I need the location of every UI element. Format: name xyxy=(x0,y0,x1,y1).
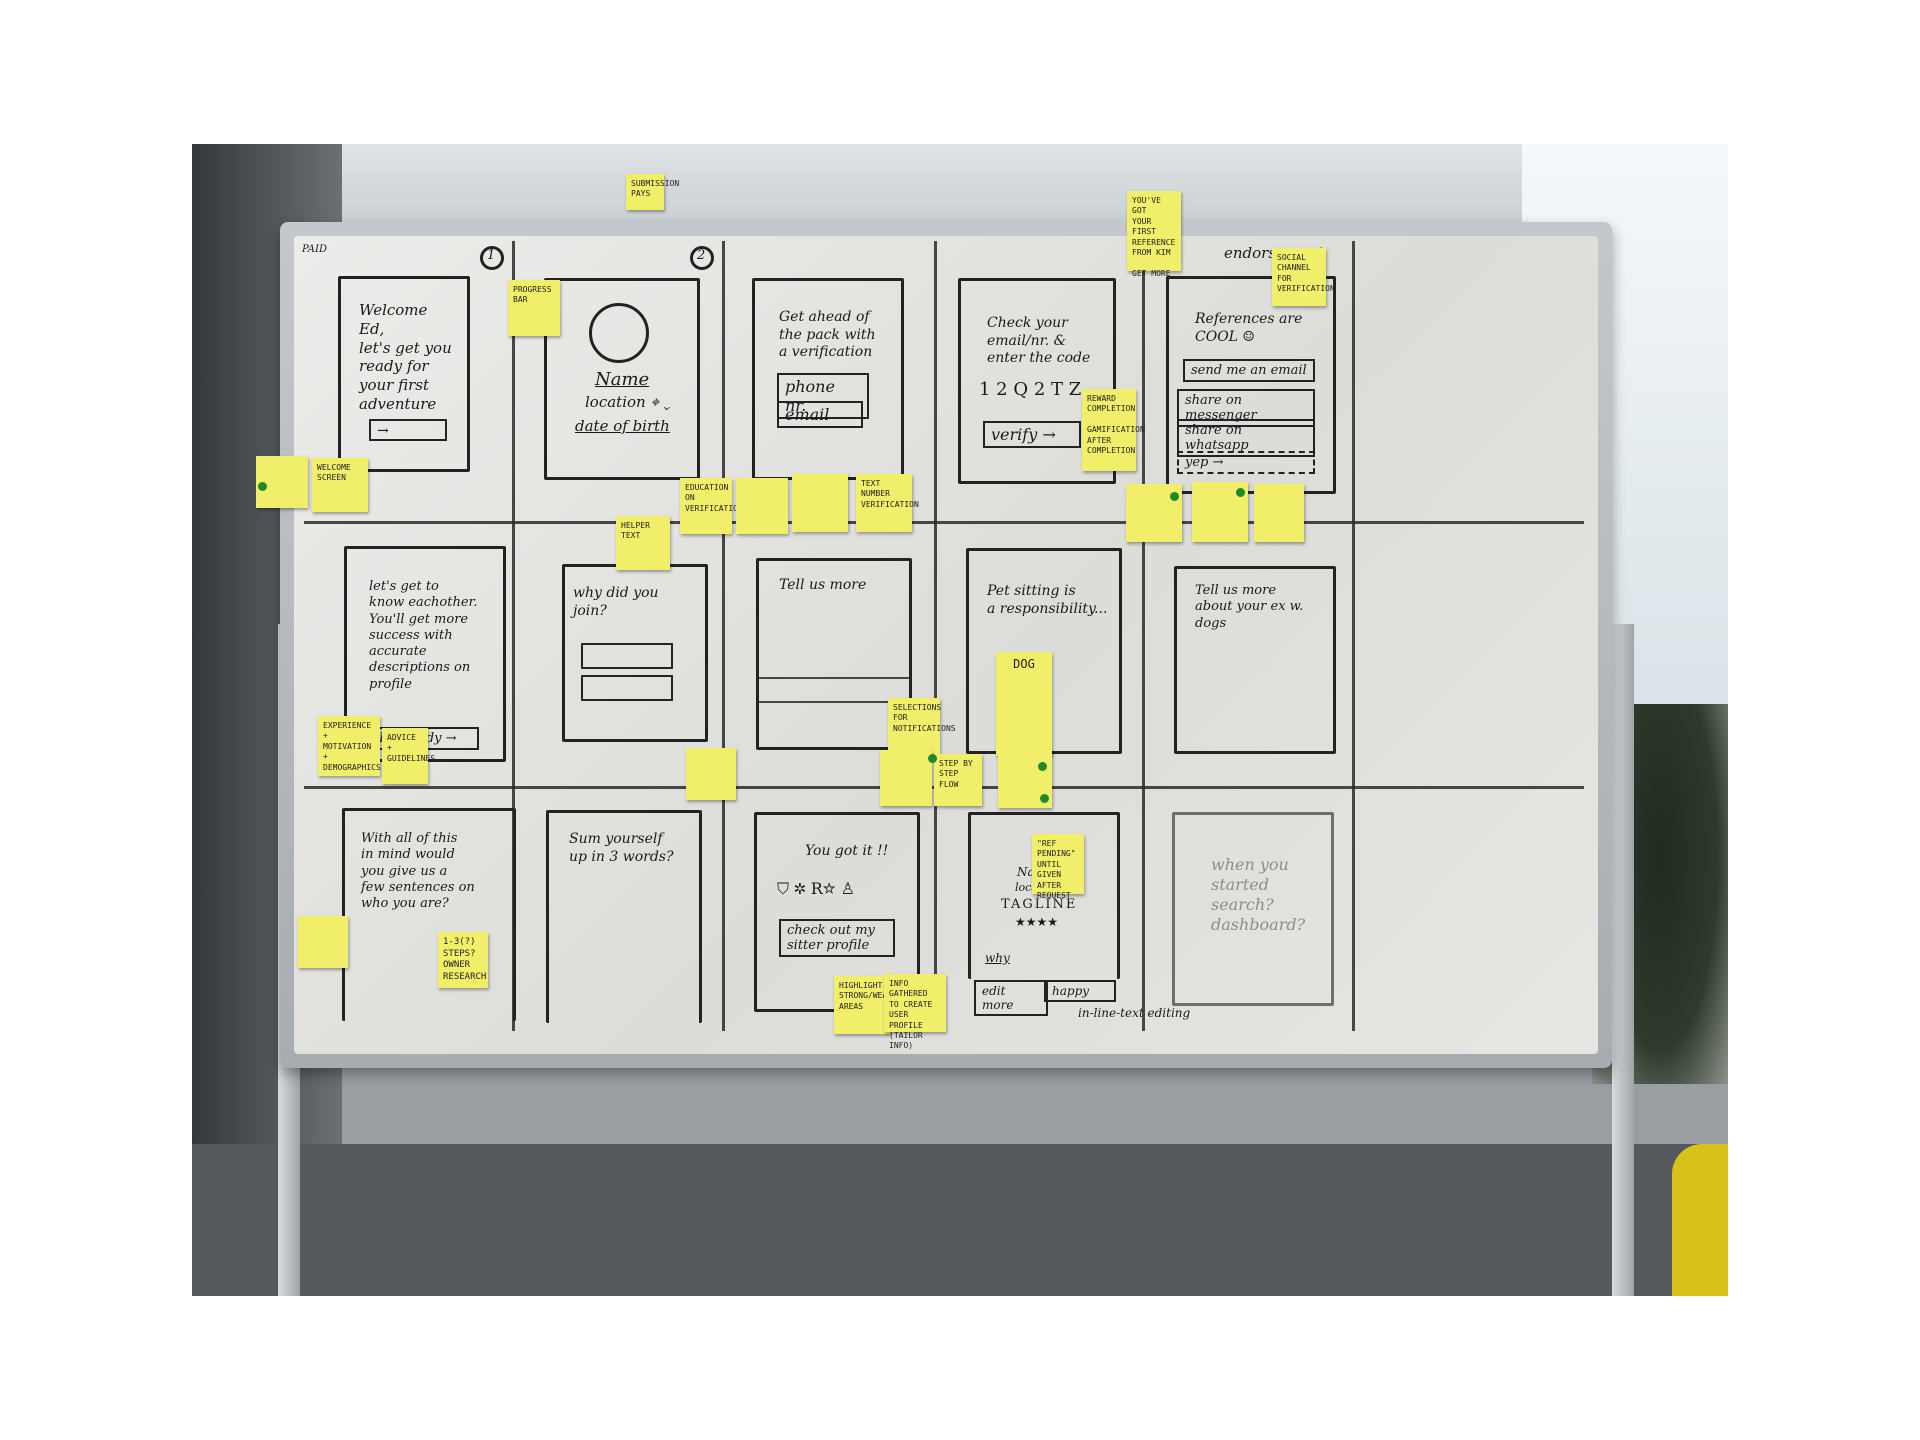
welcome-text: Welcome Ed, let's get you ready for your… xyxy=(359,301,452,413)
sticky-note: INFO GATHERED TO CREATE USER PROFILE (TA… xyxy=(884,974,946,1050)
whiteboard-frame: PAID 1 Welcome Ed, let's get you ready f… xyxy=(280,222,1612,1068)
tell-us-more-heading: Tell us more xyxy=(779,577,867,593)
verify-button: verify → xyxy=(983,421,1081,448)
code-heading: Check your email/nr. & enter the code xyxy=(987,315,1091,366)
sticky-note: EDUCATION ON VERIFICATION xyxy=(680,478,743,534)
intro-text: let's get to know eachother. You'll get … xyxy=(369,579,478,692)
references-heading: References are COOL ☺ xyxy=(1195,311,1303,345)
sticky-note: SOCIAL CHANNEL FOR VERIFICATION xyxy=(1272,248,1335,306)
screen-why-join: why did you join? xyxy=(562,564,708,742)
screen-few-sentences: With all of this in mind would you give … xyxy=(342,808,516,1021)
sticky-note-sketch xyxy=(298,916,348,968)
email-input: email xyxy=(777,401,863,428)
screen-number-badge: 1 xyxy=(480,246,504,270)
badge-icons: ⛉ ✲ R☆ ♙ xyxy=(777,879,856,898)
yep-button: yep → xyxy=(1177,451,1315,474)
pet-sitting-heading: Pet sitting is a responsibility... xyxy=(987,583,1108,617)
green-pin xyxy=(258,482,267,491)
edit-more-button: edit more xyxy=(974,980,1048,1016)
sticky-note: Step by step flow xyxy=(934,754,982,806)
sticky-note: PROGRESS BAR xyxy=(508,280,560,336)
why-label: why xyxy=(985,951,1010,965)
location-field: location ⌖ ⌄ xyxy=(585,393,671,411)
sticky-note: HIGHLIGHT STRONG/WEAK AREAS xyxy=(834,976,892,1034)
sticky-note: WELCOME SCREEN xyxy=(312,458,368,512)
grid-line xyxy=(304,521,1584,524)
screen-dashboard: when you started search? dashboard? xyxy=(1172,812,1334,1006)
next-button: → xyxy=(369,419,447,441)
screen-tell-us-more: Tell us more xyxy=(756,558,912,750)
sticky-note: You've got your first reference from Kim… xyxy=(1127,191,1181,278)
sticky-note: SUBMISSION PAYS xyxy=(626,174,679,210)
happy-button: happy xyxy=(1044,980,1116,1002)
three-words-text: Sum yourself up in 3 words? xyxy=(569,831,674,865)
name-field: Name xyxy=(595,369,650,390)
profile-stars: ★★★★ xyxy=(1015,915,1059,929)
screen-profile-basics: Name location ⌖ ⌄ date of birth xyxy=(544,278,700,480)
yellow-chair xyxy=(1672,1144,1728,1296)
sticky-note-sketch xyxy=(736,478,788,534)
sticky-note-sketch xyxy=(686,748,736,800)
dob-field: date of birth xyxy=(575,417,670,435)
screen-number-badge: 2 xyxy=(690,246,714,270)
office-ceiling xyxy=(342,144,1728,234)
avatar-placeholder-icon xyxy=(589,303,649,363)
keyboard-line xyxy=(759,701,909,703)
paid-label: PAID xyxy=(302,244,327,255)
screen-dog-experience: Tell us more about your ex w. dogs xyxy=(1174,566,1336,754)
inline-editing-note: in-line-text editing xyxy=(1078,1006,1191,1020)
green-pin xyxy=(1038,762,1047,771)
sticky-note-sketch xyxy=(1254,484,1304,542)
profile-tagline: TAGLINE xyxy=(1001,897,1078,912)
green-pin xyxy=(1040,794,1049,803)
grid-line xyxy=(934,241,937,1031)
you-got-it-heading: You got it !! xyxy=(805,843,889,859)
code-value: 1 2 Q 2 T Z xyxy=(979,379,1082,400)
green-pin xyxy=(1170,492,1179,501)
sticky-note: REWARD COMPLETION GAMIFICATION AFTER COM… xyxy=(1082,389,1145,471)
grid-line xyxy=(1142,241,1145,1031)
whiteboard: PAID 1 Welcome Ed, let's get you ready f… xyxy=(294,236,1598,1054)
green-pin xyxy=(928,754,937,763)
sticky-note: HELPER TEXT xyxy=(616,516,670,570)
dashboard-question: when you started search? dashboard? xyxy=(1211,855,1306,934)
screen-profile-preview: Name location TAGLINE ★★★★ why xyxy=(968,812,1120,979)
sticky-note-sketch xyxy=(880,750,932,806)
screen-three-words: Sum yourself up in 3 words? xyxy=(546,810,702,1023)
sticky-note: SELECTIONS FOR NOTIFICATIONS xyxy=(888,698,956,754)
screen-references: References are COOL ☺ send me an email s… xyxy=(1166,276,1336,494)
keyboard-line xyxy=(759,677,909,679)
sticky-note: "REF PENDING" until given after request xyxy=(1032,834,1084,900)
sticky-note: Advice + Guidelines xyxy=(382,728,435,784)
sticky-note: 1-3(?) steps? Owner research xyxy=(438,932,488,988)
office-floor xyxy=(192,1144,1728,1296)
screen-welcome: Welcome Ed, let's get you ready for your… xyxy=(338,276,470,472)
why-join-question: why did you join? xyxy=(573,585,659,619)
grid-line xyxy=(1352,241,1355,1031)
screen-enter-code: Check your email/nr. & enter the code 1 … xyxy=(958,278,1116,484)
screen-verification: Get ahead of the pack with a verificatio… xyxy=(752,278,904,480)
verification-heading: Get ahead of the pack with a verificatio… xyxy=(779,309,876,360)
answer-box xyxy=(581,643,673,669)
sticky-note: dog xyxy=(996,652,1052,756)
dog-experience-heading: Tell us more about your ex w. dogs xyxy=(1195,583,1304,631)
sticky-note-sketch xyxy=(792,474,848,532)
check-profile-button: check out my sitter profile xyxy=(779,919,895,957)
phone-input: phone nr. xyxy=(777,373,869,419)
grid-line xyxy=(722,241,725,1031)
whiteboard-photo: PAID 1 Welcome Ed, let's get you ready f… xyxy=(192,144,1728,1296)
send-email-button: send me an email xyxy=(1183,359,1315,382)
share-whatsapp-button: share on whatsapp xyxy=(1177,419,1315,457)
green-pin xyxy=(1236,488,1245,497)
few-sentences-text: With all of this in mind would you give … xyxy=(361,831,475,911)
sticky-note: Experience + motivation + Demographics xyxy=(318,716,381,776)
grid-line xyxy=(512,241,515,1031)
sticky-note: TEXT NUMBER VERIFICATION xyxy=(856,474,919,532)
answer-box xyxy=(581,675,673,701)
stand-leg-right xyxy=(1612,624,1634,1296)
